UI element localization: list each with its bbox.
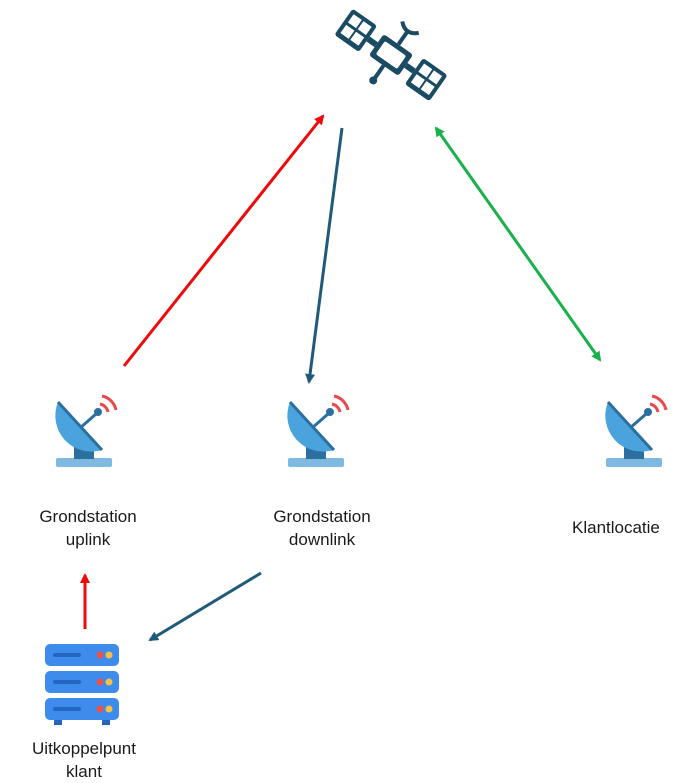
uplink-label-line1: Grondstation bbox=[39, 507, 137, 526]
arrow-uplink-to-satellite bbox=[122, 114, 325, 367]
uplink-label: Grondstation uplink bbox=[8, 505, 168, 551]
arrow-satellite-customer-bidirectional bbox=[434, 126, 602, 362]
handoff-label-line1: Uitkoppelpunt bbox=[32, 739, 136, 758]
downlink-label-line2: downlink bbox=[288, 530, 356, 549]
satellite-icon bbox=[335, 9, 447, 101]
handoff-label: Uitkoppelpunt klant bbox=[4, 737, 164, 783]
downlink-label-line1: Grondstation bbox=[273, 507, 371, 526]
server-stack-icon bbox=[45, 644, 119, 725]
customer-site-label: Klantlocatie bbox=[572, 516, 700, 539]
handoff-label-line2: klant bbox=[66, 762, 102, 781]
customer-site-dish-icon bbox=[605, 394, 668, 467]
downlink-label: Grondstation downlink bbox=[242, 505, 402, 551]
arrow-satellite-to-downlink bbox=[305, 127, 344, 384]
downlink-dish-icon bbox=[287, 394, 350, 467]
arrow-downlink-to-handoff bbox=[148, 571, 262, 642]
uplink-dish-icon bbox=[55, 394, 118, 467]
uplink-label-line2: uplink bbox=[65, 530, 111, 549]
customer-site-label-line1: Klantlocatie bbox=[572, 518, 660, 537]
